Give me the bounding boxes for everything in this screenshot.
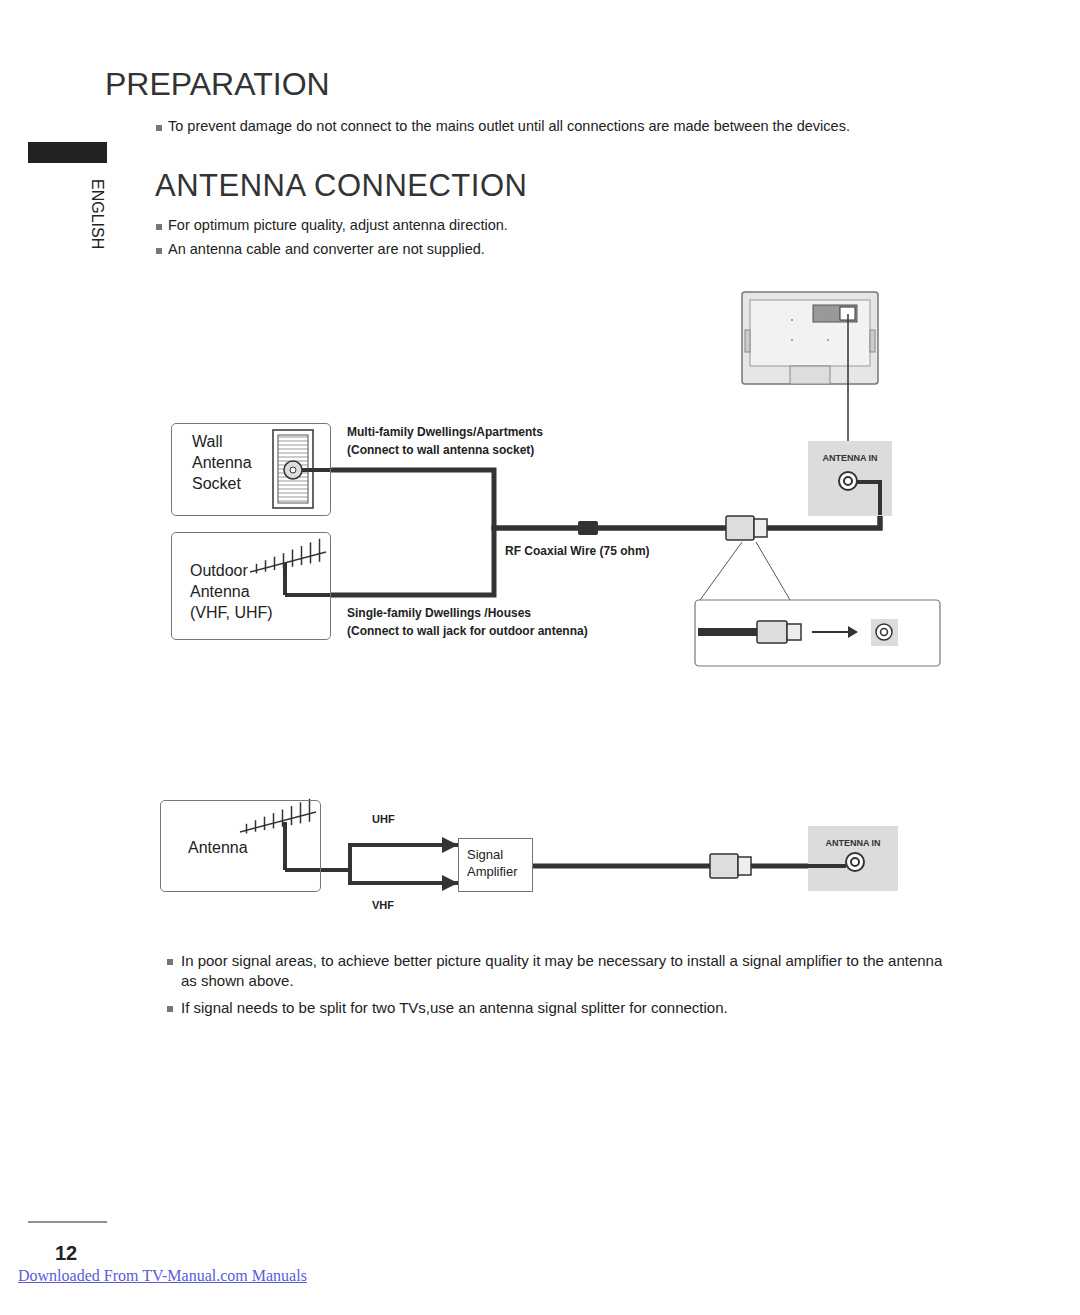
note: An antenna cable and converter are not s… xyxy=(168,240,768,259)
wire-label: RF Coaxial Wire (75 ohm) xyxy=(505,544,650,560)
note: In poor signal areas, to achieve better … xyxy=(181,951,951,990)
coax-plug xyxy=(710,854,751,878)
coax-cable xyxy=(331,516,880,595)
note: To prevent damage do not connect to the … xyxy=(168,117,968,136)
band-label: UHF xyxy=(372,812,395,826)
node-label: Antenna xyxy=(188,838,268,859)
coax-cable xyxy=(331,470,880,528)
tv-rear xyxy=(742,292,878,384)
coax-plug xyxy=(578,516,767,540)
jack-panel: ANTENNA IN xyxy=(808,826,898,891)
jack-panel xyxy=(808,441,892,516)
wire-note: (Connect to wall jack for outdoor antenn… xyxy=(347,624,588,640)
label-patch: ANTENNA IN xyxy=(823,838,882,848)
source-box: Wall Antenna Socket xyxy=(171,423,331,516)
wire-note: (Connect to wall antenna socket) xyxy=(347,443,534,459)
antenna-box: Antenna xyxy=(160,800,321,892)
outdoor-antenna xyxy=(250,539,331,595)
coax-cable xyxy=(533,864,808,869)
signal-arrow xyxy=(321,870,458,883)
node-label: Signal Amplifier xyxy=(467,847,527,881)
source-box: Outdoor Antenna (VHF, UHF) xyxy=(171,532,331,640)
node-label: Wall Antenna Socket xyxy=(192,432,272,494)
note: For optimum picture quality, adjust ante… xyxy=(168,216,768,235)
label-patch: ANTENNA IN xyxy=(820,453,879,463)
band-label: VHF xyxy=(372,898,394,912)
note: If signal needs to be split for two TVs,… xyxy=(181,998,951,1018)
amplifier-box: Signal Amplifier xyxy=(458,838,533,892)
antenna xyxy=(240,799,321,870)
page-heading: PREPARATION xyxy=(105,64,330,106)
footer-rule xyxy=(28,1222,107,1223)
page-number: 12 xyxy=(55,1240,77,1266)
language-tab-text: ENGLISH xyxy=(88,179,106,249)
wire-note: Single-family Dwellings /Houses xyxy=(347,606,531,622)
jack-panel xyxy=(808,826,898,891)
section-title: ANTENNA CONNECTION xyxy=(155,166,527,206)
watermark: Downloaded From TV-Manual.com Manuals xyxy=(18,1266,307,1287)
node-label: ANTENNA IN xyxy=(808,453,892,465)
jack-panel: ANTENNA IN xyxy=(808,441,892,516)
signal-arrow xyxy=(321,845,458,870)
node-label: ANTENNA IN xyxy=(808,838,898,850)
antenna-jack xyxy=(846,853,864,871)
panel-cable xyxy=(857,482,880,515)
node-label: Outdoor Antenna (VHF, UHF) xyxy=(190,561,290,623)
language-tab xyxy=(28,142,107,163)
antenna-jack xyxy=(839,472,857,490)
wire-note: Multi-family Dwellings/Apartments xyxy=(347,425,543,441)
connector-inset xyxy=(695,542,940,666)
